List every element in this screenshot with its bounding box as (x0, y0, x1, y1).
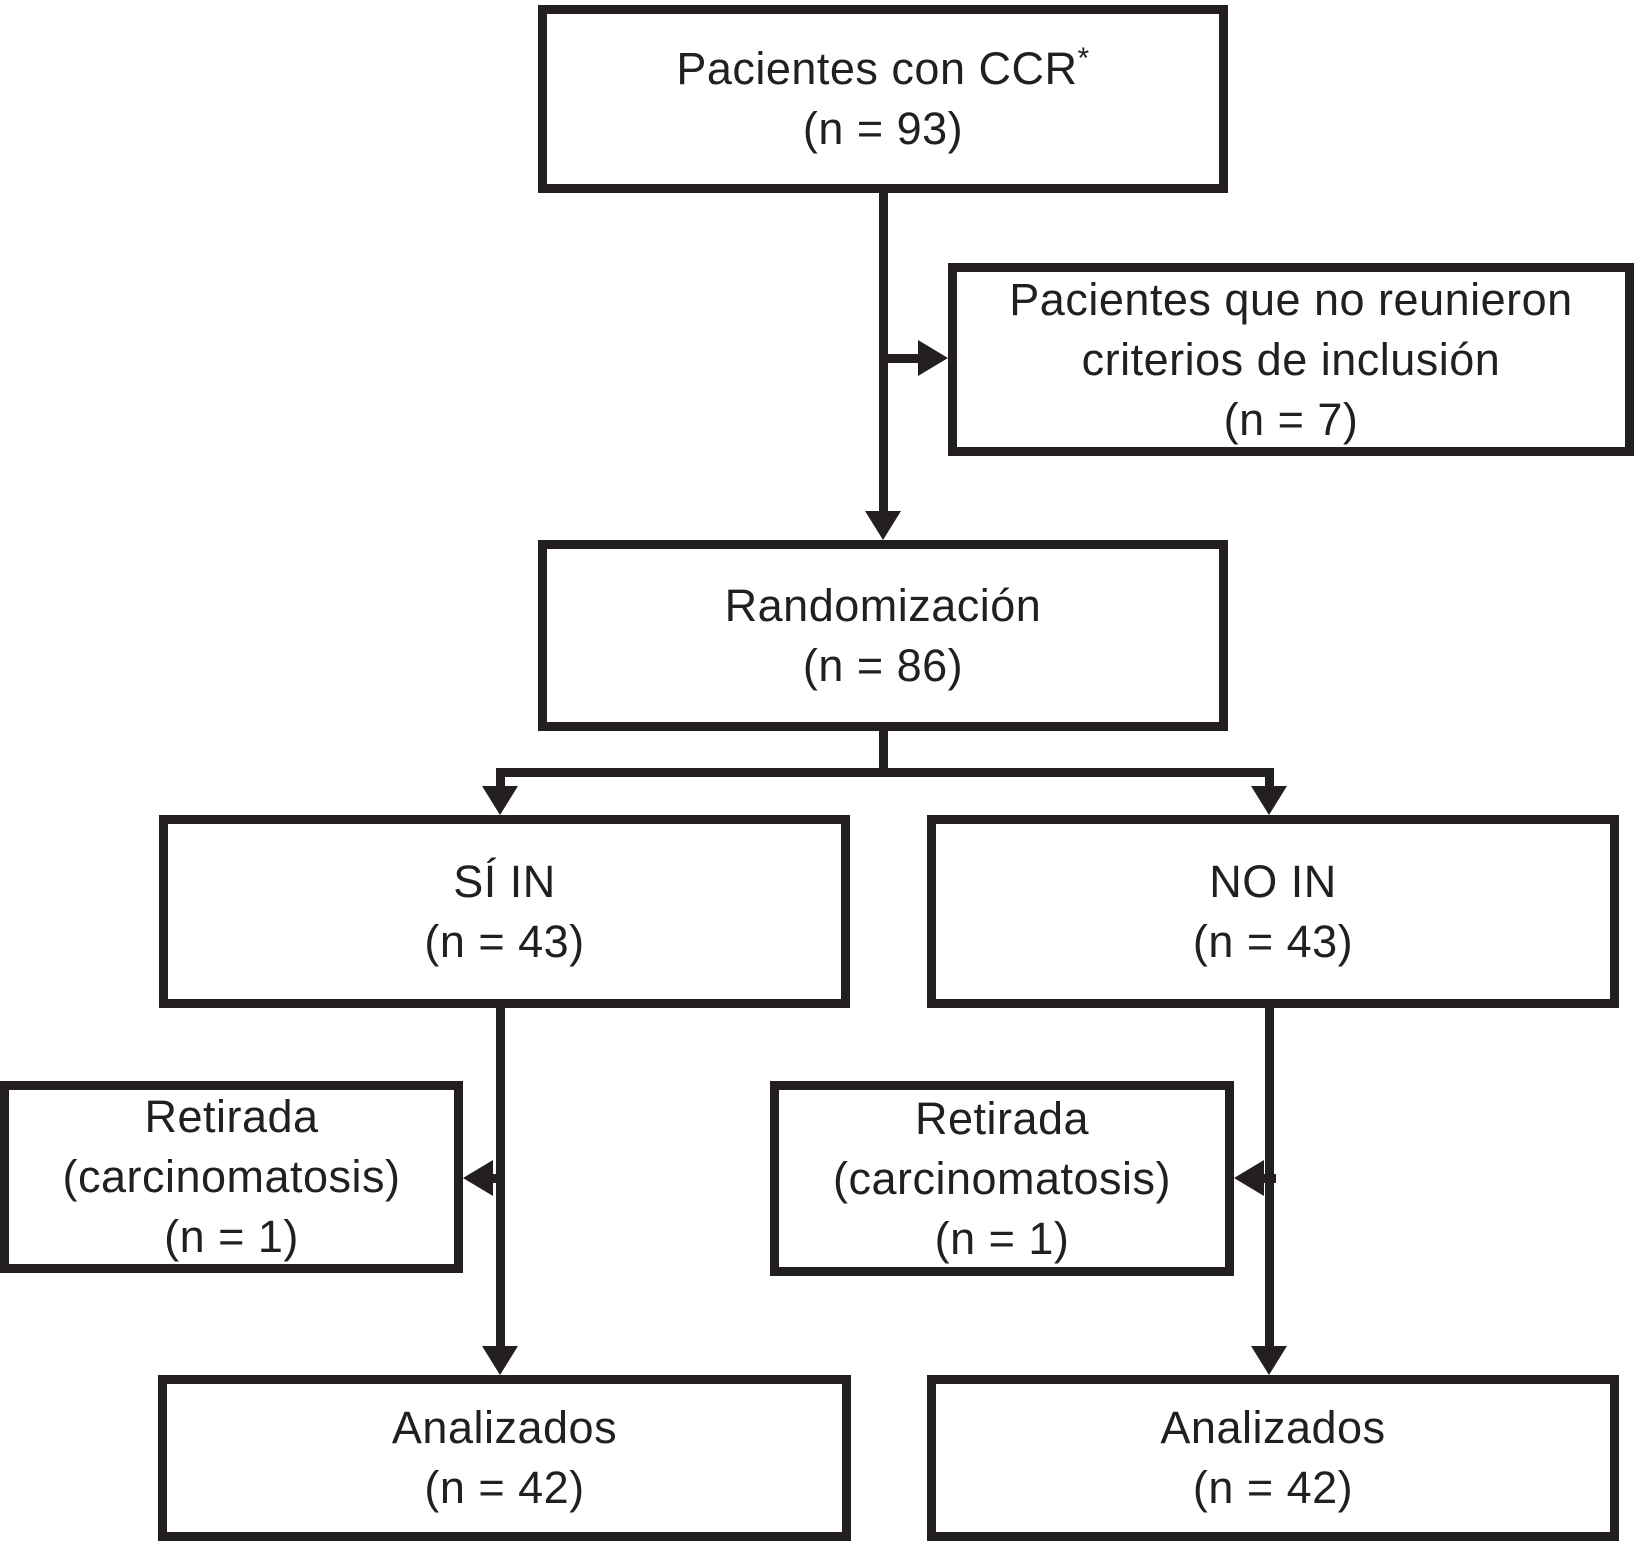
box-patients-ccr: Pacientes con CCR* (n = 93) (538, 5, 1228, 193)
connector-splitter-to-arm-si (496, 768, 505, 790)
arrowhead-into-excluded (918, 340, 948, 376)
box-excluded-title-line2: criterios de inclusión (1081, 333, 1501, 385)
box-analyzed-si-count: (n = 42) (424, 1462, 585, 1513)
box-arm-si-in-count: (n = 43) (424, 915, 585, 967)
box-analyzed-si: Analizados (n = 42) (158, 1375, 851, 1541)
footnote-asterisk: * (1077, 42, 1090, 75)
box-arm-no-in: NO IN (n = 43) (927, 815, 1619, 1008)
splitter-bar (496, 768, 1274, 777)
box-withdrawal-si-count: (n = 1) (164, 1211, 299, 1262)
connector-randomization-to-splitter (879, 731, 888, 777)
box-arm-si-in-title: SÍ IN (453, 855, 556, 907)
box-patients-ccr-title: Pacientes con CCR* (676, 39, 1089, 99)
box-analyzed-no-title: Analizados (1160, 1402, 1386, 1453)
box-withdrawal-no-title-line2: (carcinomatosis) (832, 1152, 1172, 1204)
box-randomization: Randomización (n = 86) (538, 540, 1228, 731)
box-excluded-title-line1: Pacientes que no reunieron (1009, 273, 1573, 325)
arrowhead-into-analyzed-no (1251, 1346, 1287, 1375)
box-randomization-count: (n = 86) (802, 639, 964, 691)
box-analyzed-si-title: Analizados (391, 1402, 618, 1453)
connector-to-withdrawal-si (491, 1174, 505, 1183)
box-withdrawal-si-title-line2: (carcinomatosis) (62, 1151, 401, 1202)
box-patients-ccr-count: (n = 93) (802, 103, 964, 154)
box-withdrawal-no: Retirada (carcinomatosis) (n = 1) (770, 1081, 1234, 1276)
arrowhead-into-arm-no (1251, 786, 1287, 815)
box-patients-ccr-title-text: Pacientes con CCR (676, 43, 1078, 94)
box-randomization-title: Randomización (724, 579, 1042, 631)
box-arm-no-in-title: NO IN (1209, 855, 1337, 907)
box-withdrawal-no-title-line1: Retirada (914, 1092, 1090, 1144)
box-withdrawal-si-title-line1: Retirada (144, 1091, 319, 1142)
arrowhead-into-randomization (865, 511, 901, 540)
arrowhead-into-withdrawal-si (463, 1160, 493, 1196)
connector-patients-to-randomization (879, 193, 888, 512)
box-arm-no-in-count: (n = 43) (1192, 915, 1354, 967)
arrowhead-into-withdrawal-no (1234, 1160, 1264, 1196)
connector-splitter-to-arm-no (1265, 768, 1274, 790)
box-analyzed-no: Analizados (n = 42) (927, 1375, 1619, 1541)
box-analyzed-no-count: (n = 42) (1192, 1462, 1354, 1513)
connector-to-withdrawal-no (1262, 1174, 1276, 1183)
box-arm-si-in: SÍ IN (n = 43) (159, 815, 850, 1008)
arrowhead-into-arm-si (482, 786, 518, 815)
box-withdrawal-si: Retirada (carcinomatosis) (n = 1) (0, 1081, 463, 1273)
connector-to-excluded (883, 354, 921, 363)
box-excluded-patients: Pacientes que no reunieron criterios de … (948, 263, 1634, 456)
box-withdrawal-no-count: (n = 1) (934, 1212, 1070, 1264)
arrowhead-into-analyzed-si (482, 1346, 518, 1375)
box-excluded-count: (n = 7) (1223, 393, 1359, 445)
